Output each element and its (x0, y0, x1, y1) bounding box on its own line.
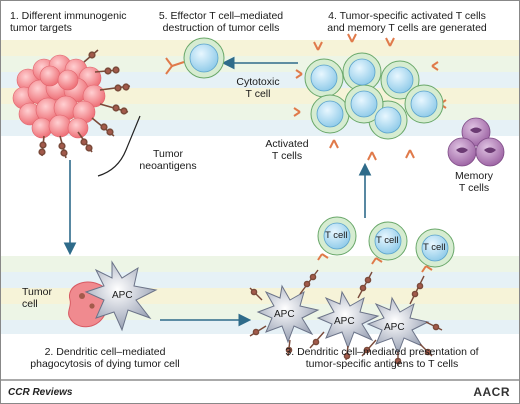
process-arrows (63, 56, 372, 327)
step-3-label: 3. Dendritic cell–mediated presentation … (285, 346, 479, 370)
memory-t-cells (447, 117, 505, 167)
activated-t-cells (293, 33, 447, 161)
apc-label-phagocyte: APC (112, 290, 133, 301)
tumor-neoantigens-label: Tumor neoantigens (139, 148, 197, 172)
t-cell-label-2: T cell (376, 235, 399, 246)
apc-presenting-group (249, 269, 443, 366)
apc-label-2: APC (334, 316, 355, 327)
presented-t-cells (317, 216, 455, 273)
t-cell-label-3: T cell (423, 242, 446, 253)
publisher-logo: AACR (473, 385, 510, 399)
step-5-label: 5. Effector T cell–mediated destruction … (158, 10, 284, 34)
journal-name: CCR Reviews (8, 387, 73, 398)
cytotoxic-t-cell-label: Cytotoxic T cell (236, 76, 280, 100)
cytotoxic-t-cell (165, 37, 225, 79)
activated-t-cells-label: Activated T cells (265, 138, 309, 162)
apc-phagocyte (84, 260, 158, 332)
tumor-mass (12, 54, 106, 139)
step-2-label: 2. Dendritic cell–mediated phagocytosis … (30, 346, 180, 370)
neoantigen-bracket (97, 115, 141, 177)
tumor-cell-label: Tumor cell (22, 286, 52, 310)
apc-label-3: APC (384, 322, 405, 333)
apc-label-1: APC (274, 309, 295, 320)
memory-t-cells-label: Memory T cells (455, 170, 493, 194)
t-cell-label-1: T cell (325, 230, 348, 241)
neoantigen-stalks (38, 49, 131, 159)
step-4-label: 4. Tumor-specific activated T cells and … (327, 10, 487, 34)
step-1-label: 1. Different immunogenic tumor targets (10, 10, 127, 34)
